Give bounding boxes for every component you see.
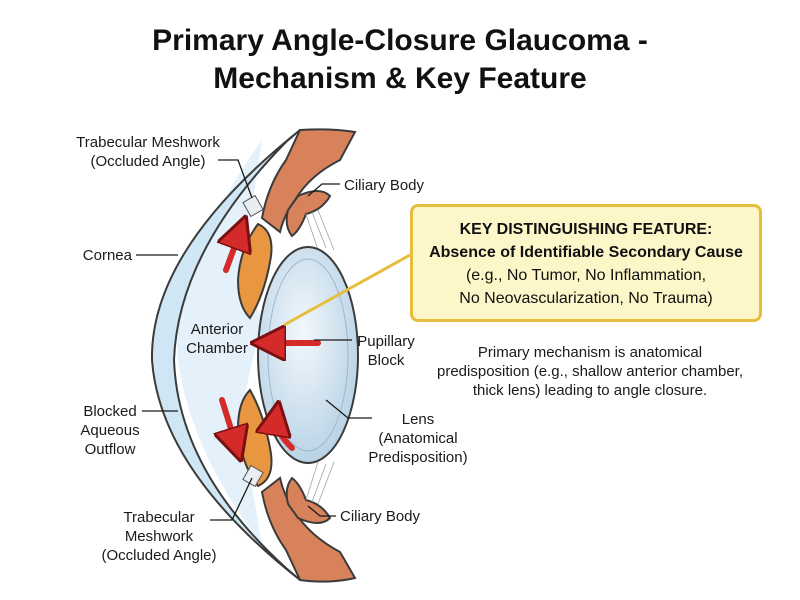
key-feature-subheading: Absence of Identifiable Secondary Cause <box>429 244 743 261</box>
title-line-1: Primary Angle-Closure Glaucoma - <box>152 24 648 57</box>
key-feature-heading: KEY DISTINGUISHING FEATURE: <box>459 221 713 238</box>
key-feature-examples-1: (e.g., No Tumor, No Inflammation, <box>465 267 707 284</box>
flow-arrows <box>222 232 321 451</box>
label-blocked-outflow: Blocked Aqueous Outflow <box>80 403 140 458</box>
lens-shape <box>257 246 359 464</box>
trabecular-meshwork-top <box>242 194 264 218</box>
label-ciliary-top: Ciliary Body <box>344 177 425 194</box>
label-trabecular-bottom: Trabecular Meshwork (Occluded Angle) <box>101 509 217 564</box>
arrow-up-trabecular <box>226 232 240 273</box>
label-cornea: Cornea <box>82 247 132 264</box>
label-ciliary-bottom: Ciliary Body <box>340 508 421 525</box>
leader-lines <box>136 159 411 521</box>
arrow-blocked-outflow <box>222 397 236 445</box>
zonule-fibers <box>305 209 335 505</box>
label-pupillary-block: Pupillary Block <box>357 333 415 369</box>
arrow-curved-lens <box>276 418 295 451</box>
title-line-2: Mechanism & Key Feature <box>213 62 587 95</box>
sclera-top <box>260 128 357 234</box>
label-lens: Lens (Anatomical Predisposition) <box>368 411 468 466</box>
key-feature-examples-2: No Neovascularization, No Trauma) <box>459 290 713 307</box>
key-feature-box: KEY DISTINGUISHING FEATURE: Absence of I… <box>410 204 762 322</box>
sclera-bottom <box>260 476 357 583</box>
page-title: Primary Angle-Closure Glaucoma - Mechani… <box>0 22 800 98</box>
label-trabecular-top: Trabecular Meshwork (Occluded Angle) <box>76 134 220 170</box>
label-anterior-chamber: Anterior Chamber <box>186 321 248 357</box>
mechanism-note: Primary mechanism is anatomical predispo… <box>437 344 743 399</box>
